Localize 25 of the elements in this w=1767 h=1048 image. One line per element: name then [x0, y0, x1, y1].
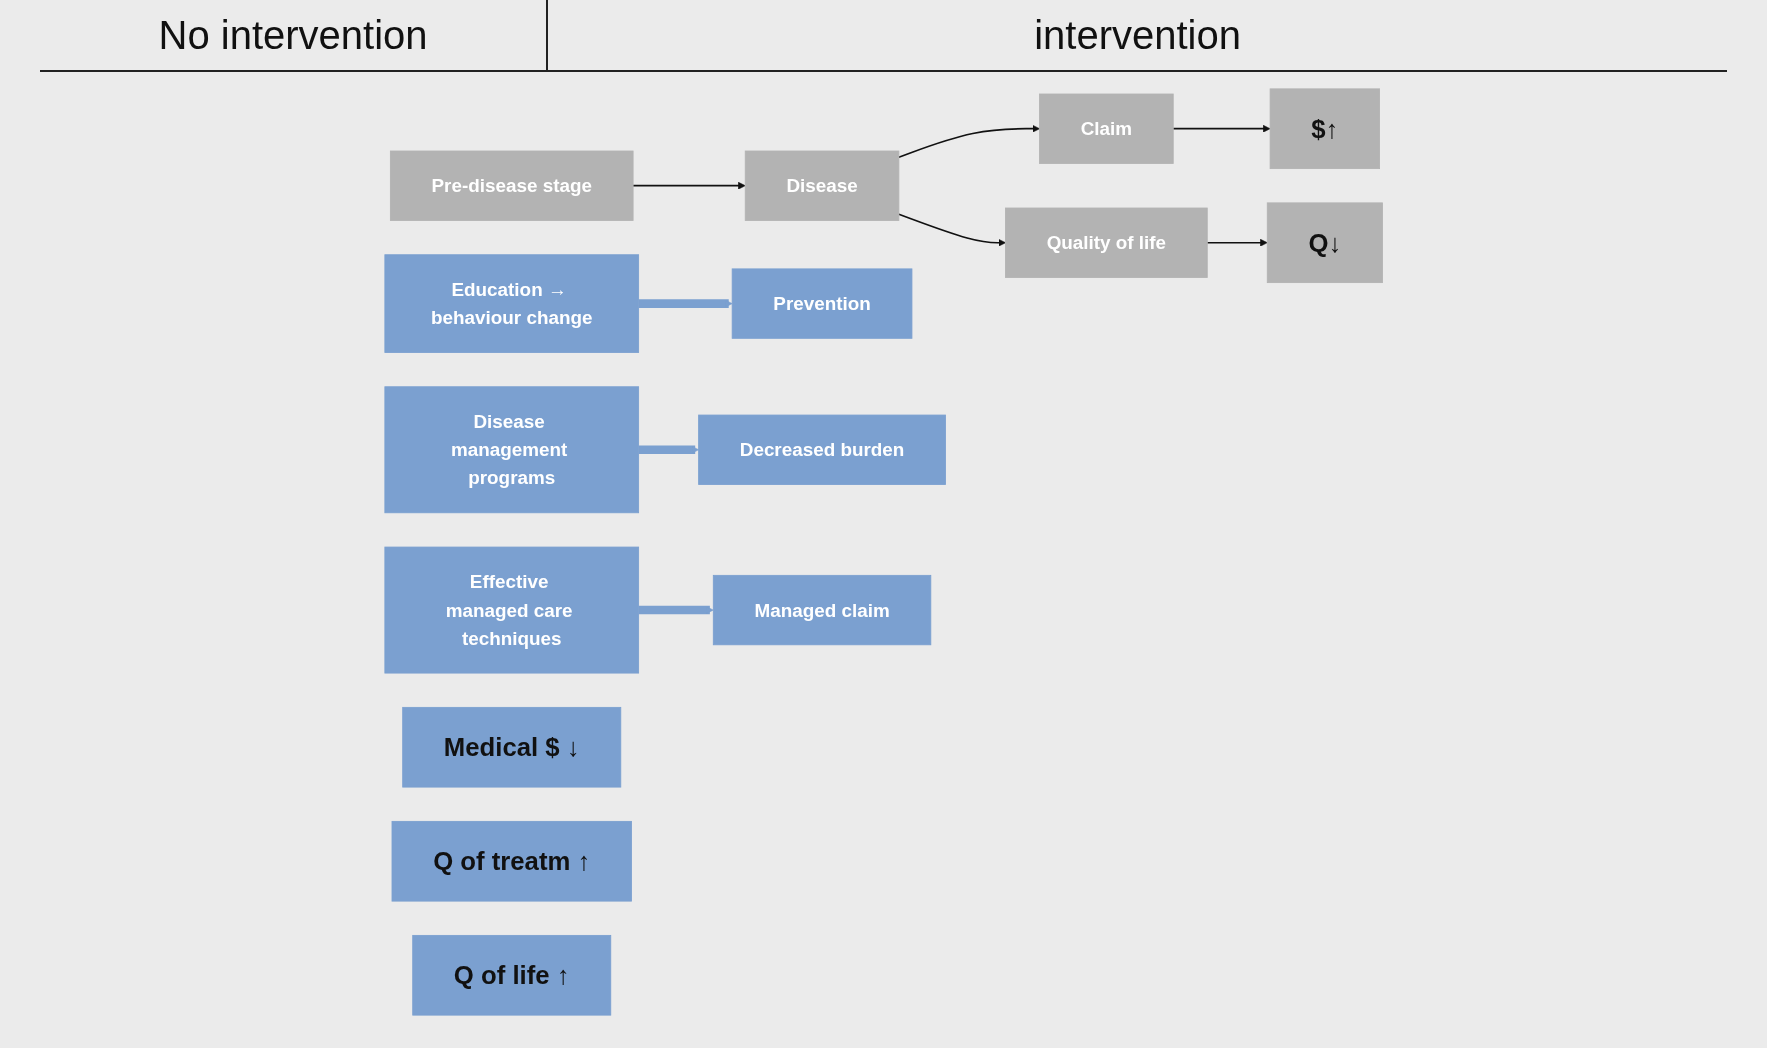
arrow: [897, 213, 1006, 247]
column-heading: intervention: [1034, 12, 1241, 58]
node-box: Medical $ ↓: [402, 706, 622, 788]
node-box: Effective managed care techniques: [384, 546, 639, 674]
node-box: Managed claim: [712, 574, 932, 646]
node-box: Claim: [1038, 93, 1174, 164]
arrow: [897, 124, 1040, 159]
node-box: Education → behaviour change: [384, 254, 639, 353]
node-box: Pre-disease stage: [389, 150, 634, 221]
node-box: Quality of life: [1004, 207, 1208, 278]
column-heading: No intervention: [158, 12, 428, 58]
node-box: $↑: [1269, 88, 1380, 169]
node-box: Disease: [744, 150, 900, 221]
node-box: Disease management programs: [384, 386, 639, 514]
arrow: [1172, 124, 1271, 133]
arrow: [638, 605, 714, 615]
node-box: Q of treatm ↑: [391, 820, 632, 902]
node-box: Decreased burden: [698, 414, 946, 485]
arrow: [632, 181, 746, 190]
arrow: [638, 299, 733, 308]
node-box: Prevention: [731, 268, 913, 339]
arrow: [638, 445, 699, 455]
node-box: Q↓: [1266, 202, 1383, 284]
arrow: [1206, 238, 1268, 247]
node-box: Q of life ↑: [412, 934, 612, 1016]
